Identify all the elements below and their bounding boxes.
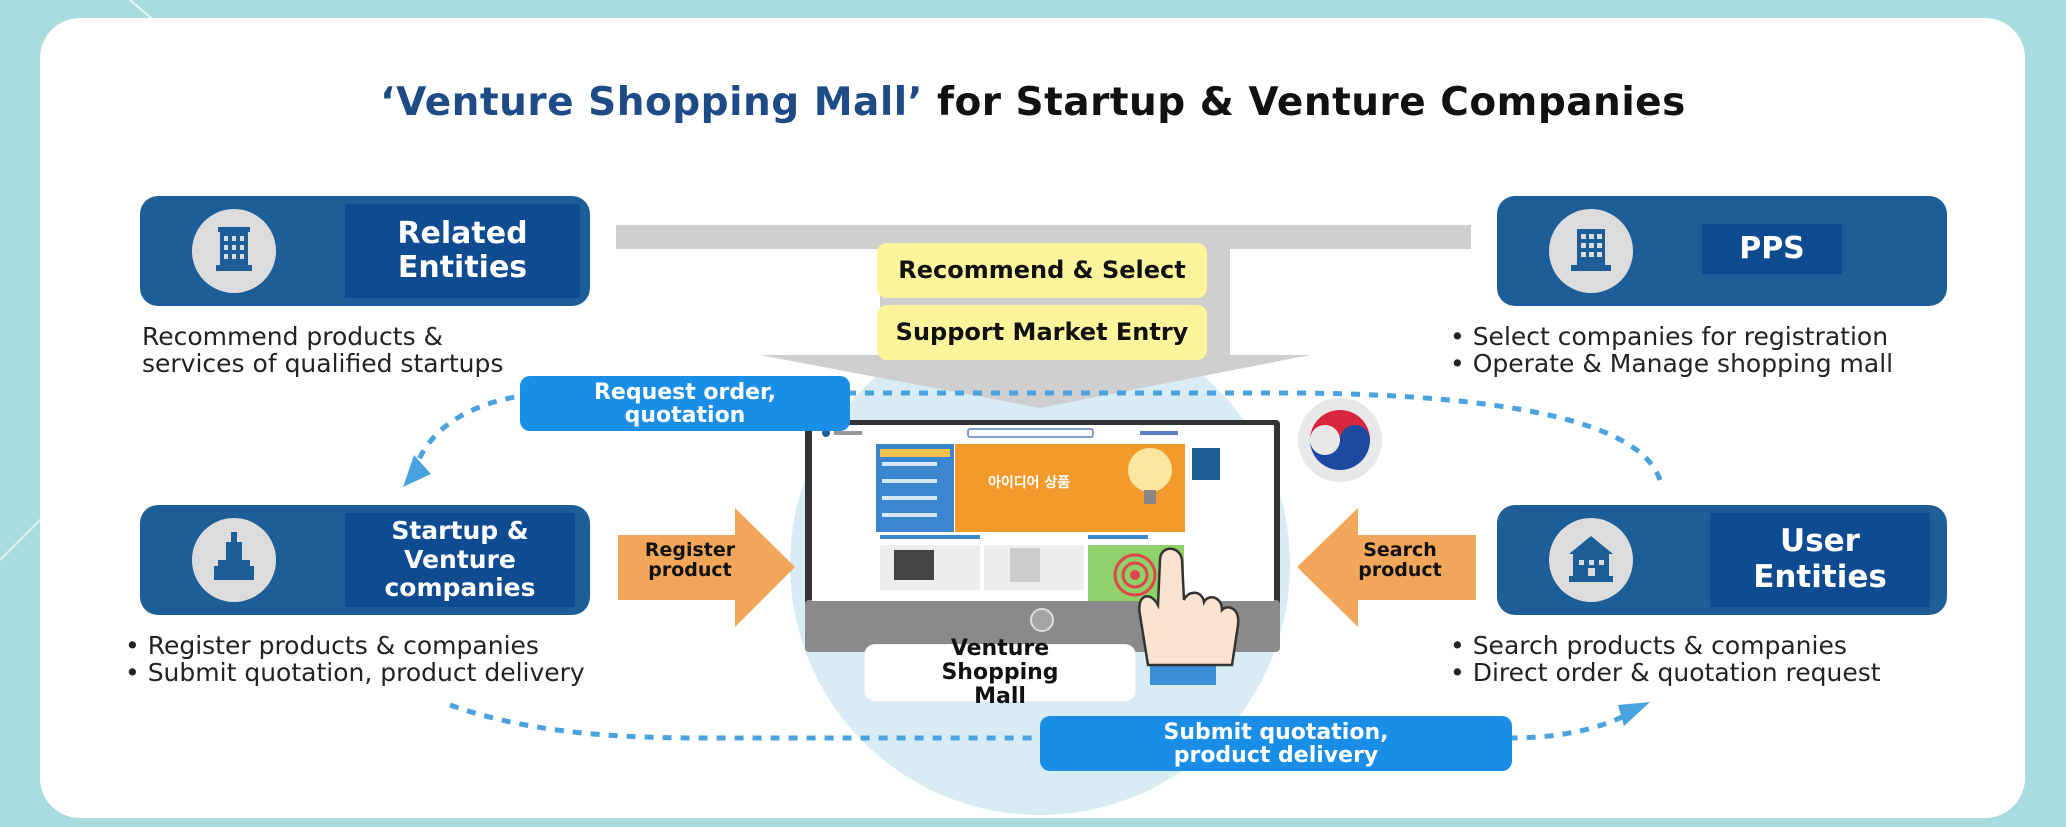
startup-venture-label: Startup & Venture companies [345, 513, 575, 607]
search-product-label: Search product [1358, 539, 1442, 581]
venture-shopping-mall-label: Venture Shopping Mall [865, 637, 1135, 709]
register-orange-arrow [618, 508, 795, 627]
pps-desc: • Select companies for registration • Op… [1450, 323, 1893, 377]
startup-building-icon [192, 518, 276, 602]
dashed-arrow-bottom [449, 702, 1637, 741]
startup-venture-box: Startup & Venture companies [140, 505, 590, 615]
office-building-icon [1549, 209, 1633, 293]
screen-banner-text: 아이디어 상품 [988, 474, 1070, 491]
related-entities-label: Related Entities [345, 204, 580, 298]
pps-label: PPS [1702, 224, 1842, 274]
user-desc-line-2: • Direct order & quotation request [1450, 658, 1881, 687]
search-orange-arrow [1297, 508, 1476, 627]
pps-box: PPS [1497, 196, 1947, 306]
support-market-entry-label: Support Market Entry [877, 305, 1207, 360]
title-highlight: ‘Venture Shopping Mall’ [380, 80, 923, 125]
user-desc-line-1: • Search products & companies [1450, 631, 1847, 660]
related-entities-box: Related Entities [140, 196, 590, 306]
dashed-arrow-top [412, 390, 1663, 481]
recommend-select-label: Recommend & Select [877, 243, 1207, 298]
dashed-arrow-top-head [403, 455, 431, 487]
related-desc-line-2: services of qualified startups [142, 349, 504, 378]
related-entities-desc: Recommend products & services of qualifi… [142, 323, 503, 377]
user-entities-box: User Entities [1497, 505, 1947, 615]
startup-desc-line-2: • Submit quotation, product delivery [125, 658, 585, 687]
emblem-icon [1298, 398, 1382, 482]
pps-desc-line-1: • Select companies for registration [1450, 322, 1889, 351]
hand-pointer-icon [1138, 547, 1240, 685]
related-desc-line-1: Recommend products & [142, 322, 444, 351]
page-title: ‘Venture Shopping Mall’ for Startup & Ve… [0, 80, 2066, 125]
user-entities-label: User Entities [1710, 513, 1930, 607]
startup-venture-desc: • Register products & companies • Submit… [125, 632, 585, 686]
register-product-label: Register product [644, 539, 736, 581]
user-entities-desc: • Search products & companies • Direct o… [1450, 632, 1881, 686]
building-icon [192, 209, 276, 293]
request-order-bubble: Request order, quotation [520, 376, 850, 431]
startup-desc-line-1: • Register products & companies [125, 631, 539, 660]
submit-quotation-bubble: Submit quotation, product delivery [1040, 716, 1512, 771]
institution-icon [1549, 518, 1633, 602]
dashed-arrow-bottom-head [1618, 702, 1650, 726]
pps-desc-line-2: • Operate & Manage shopping mall [1450, 349, 1894, 378]
title-rest: for Startup & Venture Companies [922, 80, 1686, 125]
